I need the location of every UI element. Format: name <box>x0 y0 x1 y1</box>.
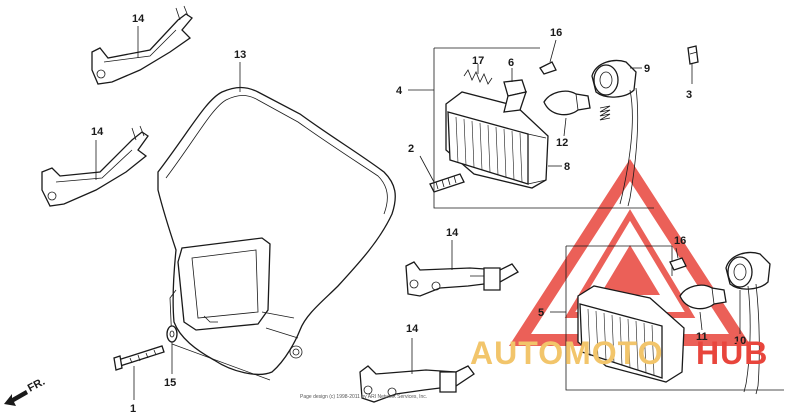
watermark-text-part1: AUTOMOTO <box>470 335 663 371</box>
bulb-12 <box>543 90 591 116</box>
callout-1: 1 <box>130 403 136 415</box>
callout-12: 12 <box>556 137 568 149</box>
callout-14-bottom: 14 <box>406 323 419 335</box>
spring-17 <box>463 69 493 85</box>
washer-15 <box>166 325 178 343</box>
socket-10 <box>725 251 771 395</box>
callout-6: 6 <box>508 57 514 69</box>
clip-3 <box>687 45 699 65</box>
callout-16-upper: 16 <box>550 27 562 39</box>
clip-16-lower <box>669 257 687 271</box>
callout-13: 13 <box>234 49 246 61</box>
callout-2: 2 <box>408 143 414 155</box>
socket-9 <box>591 59 639 207</box>
callout-11: 11 <box>696 331 708 343</box>
bracket-14-center <box>405 261 519 297</box>
headlight-cover-13 <box>157 86 396 381</box>
callout-16-lower: 16 <box>674 235 686 247</box>
bracket-14-left <box>41 125 149 207</box>
callout-4: 4 <box>396 85 403 97</box>
callout-3: 3 <box>686 89 692 101</box>
watermark-text: AUTOMOTO HUB <box>470 335 768 371</box>
callout-17: 17 <box>472 55 484 67</box>
callout-14-center: 14 <box>446 227 459 239</box>
callout-15: 15 <box>164 377 176 389</box>
clip-16-upper <box>539 61 557 75</box>
callout-8: 8 <box>564 161 570 173</box>
nut-6 <box>503 79 527 113</box>
callout-9: 9 <box>644 63 650 75</box>
bulb-11 <box>679 284 727 310</box>
bracket-14-bottom <box>359 365 475 403</box>
callout-5: 5 <box>538 307 544 319</box>
copyright-text: Page design (c) 1998-2011 by ARI Network… <box>300 394 427 400</box>
headlight-unit-4-frame <box>433 47 654 209</box>
bracket-14-top <box>91 5 193 85</box>
direction-label: FR. <box>26 376 47 395</box>
headlight-lens-5 <box>577 285 685 383</box>
callout-10: 10 <box>734 335 746 347</box>
adjusting-screw-2 <box>429 173 465 193</box>
bolt-1 <box>113 345 165 371</box>
callout-14-left: 14 <box>91 126 104 138</box>
spring-clip-12 <box>599 105 611 121</box>
front-direction-arrow: FR. <box>4 376 47 406</box>
watermark-text-part2: HUB <box>696 335 768 371</box>
callout-14-top: 14 <box>132 13 145 25</box>
headlight-lens-4 <box>445 91 549 189</box>
